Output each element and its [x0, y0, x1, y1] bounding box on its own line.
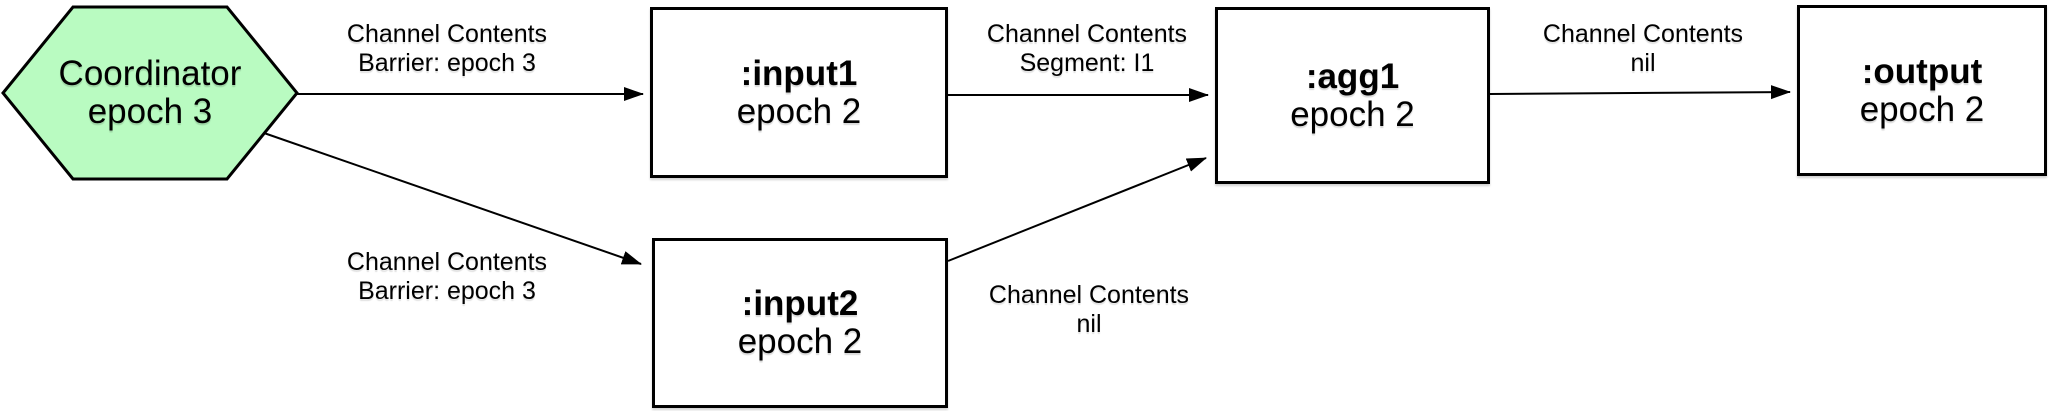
edge-label-line2: Barrier: epoch 3 [358, 277, 536, 305]
edge-label-line2: nil [1630, 49, 1656, 77]
node-coordinator: Coordinator epoch 3 [3, 7, 297, 179]
edge-label-coordinator-input1: Channel Contents Barrier: epoch 3 [277, 20, 617, 78]
node-output-name: :output [1861, 51, 1983, 91]
edge-label-input1-agg1: Channel Contents Segment: I1 [917, 20, 1257, 78]
edge-label-line2: Segment: I1 [1019, 49, 1155, 77]
node-output: :output epoch 2 [1797, 5, 2047, 176]
node-input2: :input2 epoch 2 [652, 238, 948, 408]
edge-label-line1: Channel Contents [346, 20, 548, 48]
edge-label-line2: nil [1076, 310, 1102, 338]
node-agg1: :agg1 epoch 2 [1215, 7, 1490, 184]
edge-label-coordinator-input2: Channel Contents Barrier: epoch 3 [277, 248, 617, 306]
node-coordinator-name: Coordinator [58, 54, 242, 93]
edge-agg1-output-arrow [1489, 85, 1791, 100]
node-agg1-name: :agg1 [1305, 56, 1400, 96]
edge-label-line2: Barrier: epoch 3 [358, 49, 536, 77]
node-input2-epoch: epoch 2 [737, 322, 863, 361]
edge-coordinator-input2-arrow [263, 132, 642, 265]
edge-label-input2-agg1: Channel Contents nil [919, 281, 1259, 339]
node-input1: :input1 epoch 2 [650, 7, 948, 178]
node-input2-name: :input2 [741, 284, 859, 323]
edge-label-line1: Channel Contents [988, 281, 1190, 309]
node-agg1-epoch: epoch 2 [1290, 94, 1415, 134]
node-input1-name: :input1 [740, 53, 858, 93]
node-coordinator-epoch: epoch 3 [87, 92, 213, 131]
edge-input2-agg1-arrow [947, 157, 1207, 262]
edge-label-line1: Channel Contents [1542, 20, 1744, 48]
edge-label-line1: Channel Contents [346, 248, 548, 276]
node-output-epoch: epoch 2 [1859, 89, 1985, 129]
node-input1-epoch: epoch 2 [736, 91, 862, 131]
edge-label-line1: Channel Contents [986, 20, 1188, 48]
edge-label-agg1-output: Channel Contents nil [1473, 20, 1813, 78]
